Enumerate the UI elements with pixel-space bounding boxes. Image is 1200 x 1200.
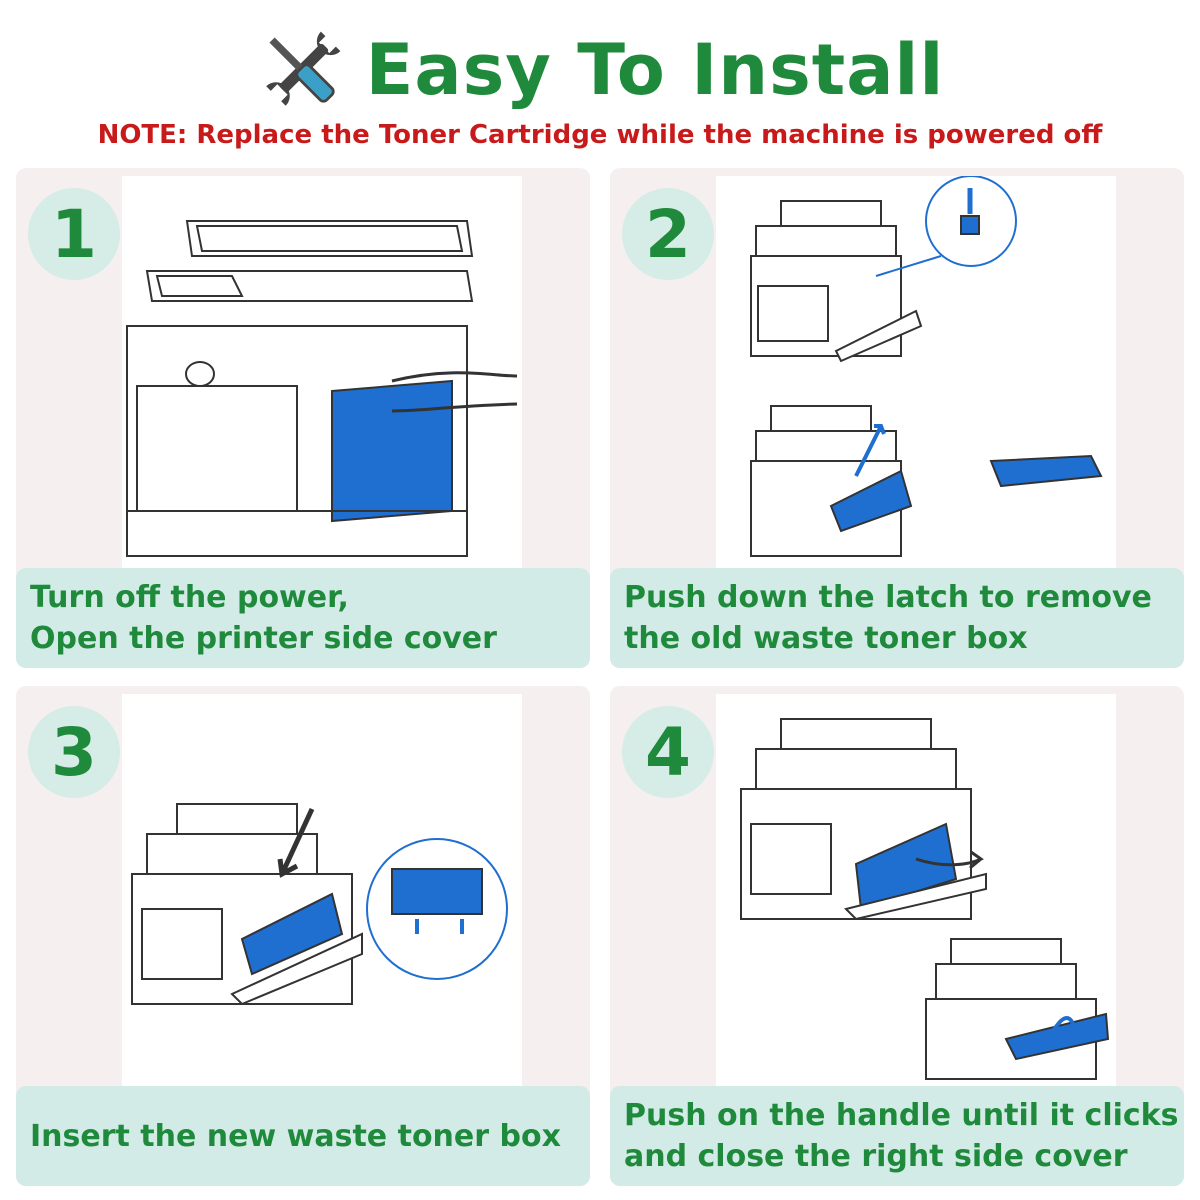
- page-title: Easy To Install: [365, 29, 945, 111]
- step-1-badge: 1: [28, 188, 120, 280]
- install-note: NOTE: Replace the Toner Cartridge while …: [97, 120, 1103, 150]
- step-4-caption-box: Push on the handle until it clicks and c…: [610, 1086, 1184, 1186]
- step-2-caption: Push down the latch to remove the old wa…: [624, 580, 1152, 656]
- step-2-caption-box: Push down the latch to remove the old wa…: [610, 568, 1184, 668]
- step-4-panel: 4 Push on the handle until it clicks and…: [610, 686, 1184, 1186]
- step-2-illustration: [716, 176, 1116, 568]
- step-3-badge: 3: [28, 706, 120, 798]
- step-4-caption: Push on the handle until it clicks and c…: [624, 1098, 1179, 1174]
- step-1-caption-box: Turn off the power, Open the printer sid…: [16, 568, 590, 668]
- header: Easy To Install: [0, 20, 1200, 120]
- step-3-caption-box: Insert the new waste toner box: [16, 1086, 590, 1186]
- step-4-illustration: [716, 694, 1116, 1086]
- step-1-panel: 1 Turn off the power, Open the printer s…: [16, 168, 590, 668]
- step-3-panel: 3 Insert the new waste toner box: [16, 686, 590, 1186]
- step-1-caption: Turn off the power, Open the printer sid…: [30, 580, 497, 656]
- step-1-illustration: [122, 176, 522, 568]
- step-2-badge: 2: [622, 188, 714, 280]
- step-2-panel: 2 Push down the latch to remove the old …: [610, 168, 1184, 668]
- step-4-badge: 4: [622, 706, 714, 798]
- step-3-caption: Insert the new waste toner box: [30, 1118, 561, 1154]
- wrench-screwdriver-icon: [265, 31, 340, 106]
- step-3-illustration: [122, 694, 522, 1086]
